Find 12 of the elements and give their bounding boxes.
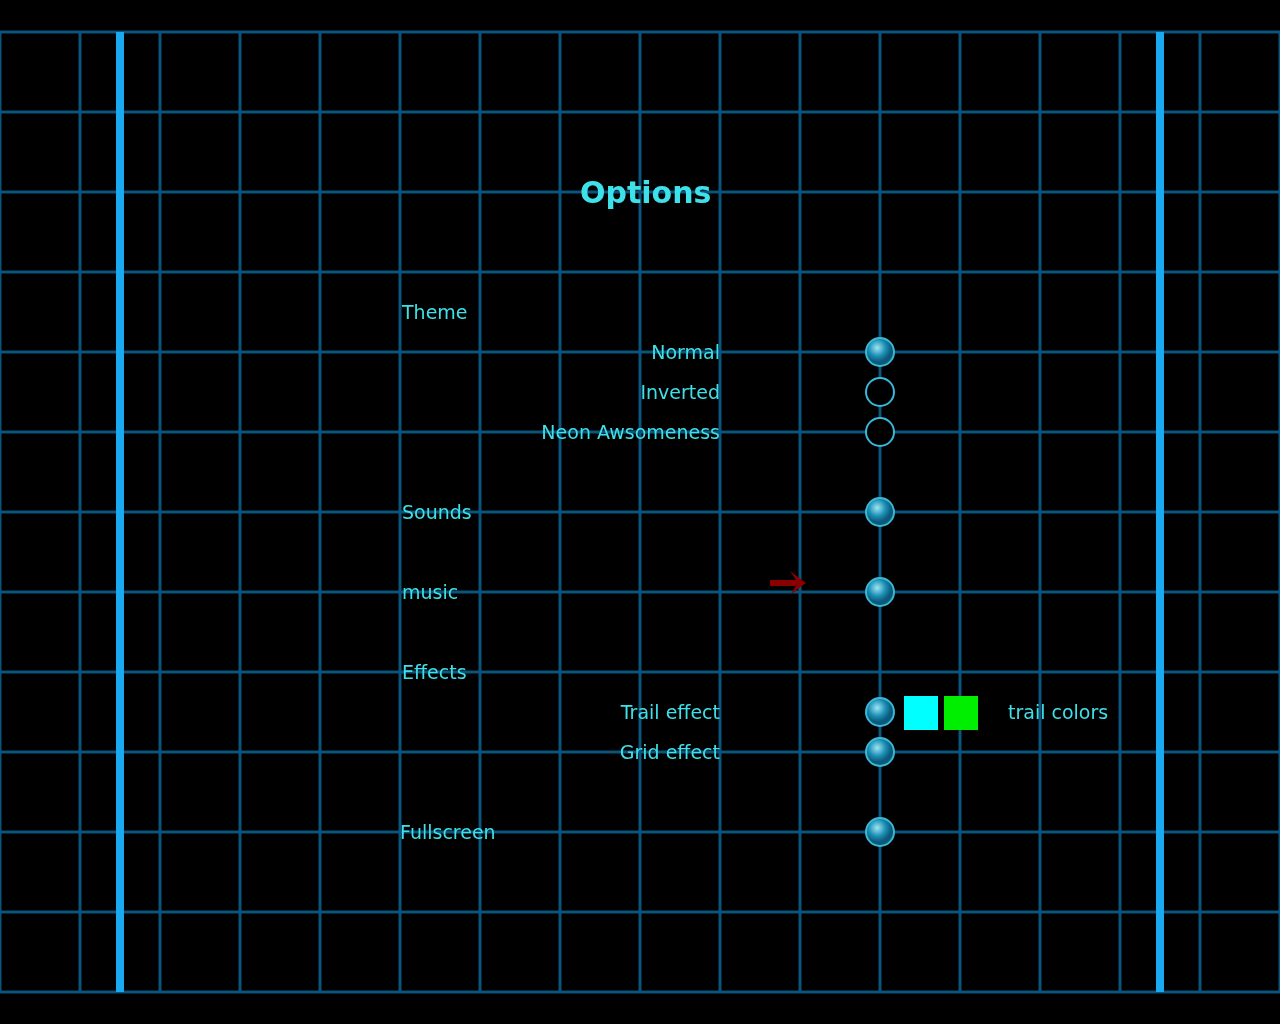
section-heading: music: [402, 580, 459, 604]
section-heading: Fullscreen: [400, 820, 496, 844]
section-heading: Theme: [402, 300, 468, 324]
option-label: Normal: [651, 340, 720, 364]
option-label: Grid effect: [619, 740, 720, 764]
title: Options: [580, 175, 712, 211]
option-label: Trail effect: [620, 700, 720, 724]
option-label: trail colors: [1008, 700, 1109, 724]
option-label: Inverted: [640, 380, 720, 404]
section-heading: Sounds: [402, 500, 472, 524]
section-heading: Effects: [402, 660, 467, 684]
option-label: Neon Awsomeness: [541, 420, 720, 444]
